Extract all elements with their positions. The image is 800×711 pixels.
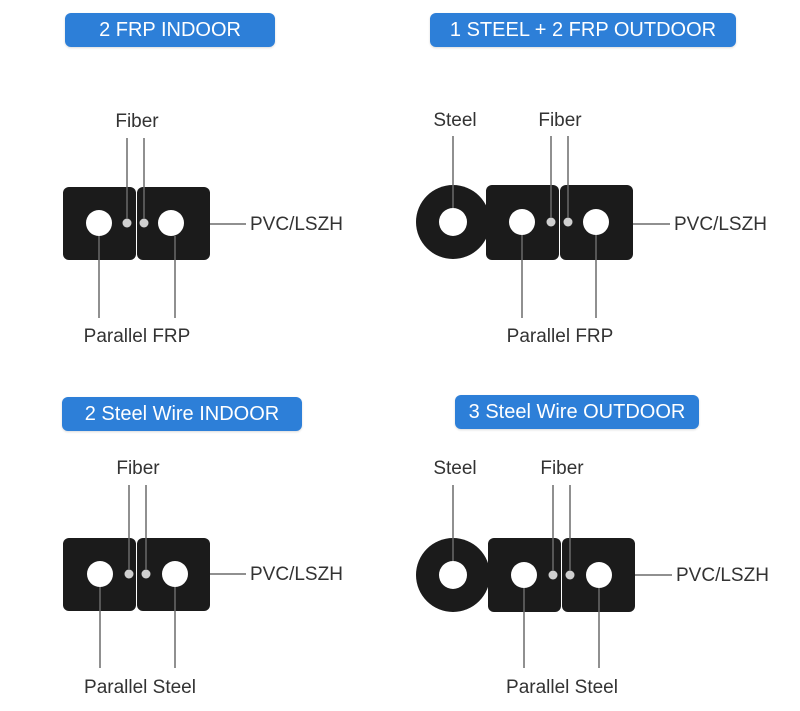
fiber-core-left	[548, 570, 558, 580]
strength-member-right	[158, 210, 184, 236]
fiber-core-right	[565, 570, 575, 580]
steel-label: Steel	[433, 110, 476, 131]
fiber-core-left	[546, 217, 556, 227]
cable-cross-section: Steel Fiber PVC/LSZH Parallel Steel	[416, 458, 769, 698]
jacket-label: PVC/LSZH	[674, 214, 767, 235]
strength-member-right	[162, 561, 188, 587]
fiber-label: Fiber	[538, 110, 582, 131]
fiber-label: Fiber	[115, 111, 159, 132]
panel-title-badge: 1 STEEL + 2 FRP OUTDOOR	[430, 13, 736, 47]
cable-cross-section: Fiber PVC/LSZH Parallel FRP	[63, 111, 343, 347]
panel-3-steel-wire-outdoor: 3 Steel Wire OUTDOOR Steel Fiber PVC/LSZ…	[400, 355, 800, 710]
jacket-label: PVC/LSZH	[676, 565, 769, 586]
strength-member-left	[511, 562, 537, 588]
member-label: Parallel Steel	[84, 677, 196, 698]
steel-core	[439, 208, 467, 236]
fiber-label: Fiber	[116, 458, 160, 479]
strength-member-left	[86, 210, 112, 236]
member-label: Parallel FRP	[507, 326, 614, 347]
strength-member-right	[583, 209, 609, 235]
steel-core	[439, 561, 467, 589]
member-label: Parallel Steel	[506, 677, 618, 698]
cable-cross-section: Steel Fiber PVC/LSZH Parallel FRP	[416, 110, 767, 347]
strength-member-left	[87, 561, 113, 587]
fiber-core-right	[139, 218, 149, 228]
steel-label: Steel	[433, 458, 476, 479]
fiber-core-left	[122, 218, 132, 228]
panel-title-badge: 3 Steel Wire OUTDOOR	[455, 395, 699, 429]
fiber-core-left	[124, 569, 134, 579]
jacket-label: PVC/LSZH	[250, 214, 343, 235]
panel-title-badge: 2 Steel Wire INDOOR	[62, 397, 302, 431]
member-label: Parallel FRP	[84, 326, 191, 347]
fiber-core-right	[141, 569, 151, 579]
panel-title-badge: 2 FRP INDOOR	[65, 13, 275, 47]
panel-2-frp-indoor: 2 FRP INDOOR Fiber PVC/LSZH Parallel FRP	[0, 0, 400, 355]
panel-2-steel-wire-indoor: 2 Steel Wire INDOOR Fiber PVC/LSZH Paral…	[0, 355, 400, 710]
strength-member-right	[586, 562, 612, 588]
jacket-label: PVC/LSZH	[250, 564, 343, 585]
cable-cross-section: Fiber PVC/LSZH Parallel Steel	[63, 458, 343, 698]
strength-member-left	[509, 209, 535, 235]
fiber-core-right	[563, 217, 573, 227]
panel-1-steel-2-frp-outdoor: 1 STEEL + 2 FRP OUTDOOR Steel Fiber PVC/…	[400, 0, 800, 355]
fiber-label: Fiber	[540, 458, 584, 479]
